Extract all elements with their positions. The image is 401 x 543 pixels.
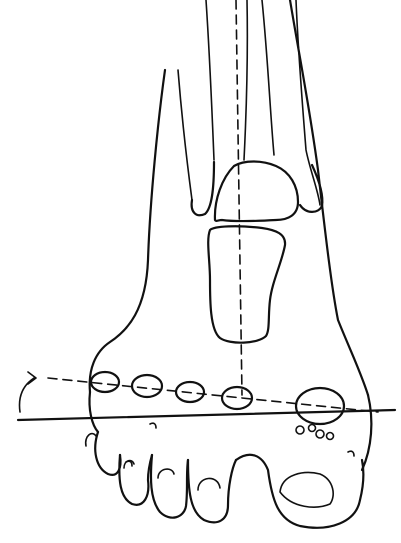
crease-mark-3 bbox=[348, 451, 354, 456]
metatarsal-marker-2 bbox=[132, 375, 162, 397]
angle-arrow-icon bbox=[20, 372, 36, 412]
leg-left-outline bbox=[90, 70, 165, 392]
sesamoid-dot-3 bbox=[316, 430, 324, 438]
toe-third bbox=[151, 455, 188, 518]
toe-big bbox=[236, 455, 363, 528]
forefoot-outline-right bbox=[362, 395, 371, 470]
toe-fourth bbox=[119, 455, 152, 505]
toe-big-nail bbox=[280, 473, 333, 508]
forefoot-outline-left bbox=[89, 392, 98, 432]
tibia-mid-line bbox=[206, 0, 214, 160]
medial-malleolus bbox=[192, 162, 214, 215]
talus-lower bbox=[208, 226, 285, 342]
toe-little bbox=[95, 432, 120, 475]
talus-upper bbox=[215, 162, 298, 222]
axis-vertical-dashed bbox=[236, 0, 242, 395]
sesamoid-dot-1 bbox=[296, 426, 304, 434]
crease-mark-1 bbox=[126, 461, 132, 466]
metatarsal-dashed-line bbox=[48, 378, 378, 412]
leg-right-outline bbox=[290, 0, 368, 395]
toe-second-nail bbox=[198, 478, 220, 490]
crease-mark-2 bbox=[150, 423, 156, 428]
fibula-line-2 bbox=[262, 0, 274, 155]
metatarsal-marker-1 bbox=[91, 372, 119, 392]
fibula-line-1 bbox=[244, 0, 247, 160]
toe-second bbox=[188, 460, 236, 522]
sesamoid-dot-2 bbox=[309, 425, 316, 432]
toe-third-nail bbox=[158, 469, 174, 478]
sesamoid-dot-4 bbox=[327, 433, 334, 440]
tibia-left-line bbox=[178, 70, 192, 200]
